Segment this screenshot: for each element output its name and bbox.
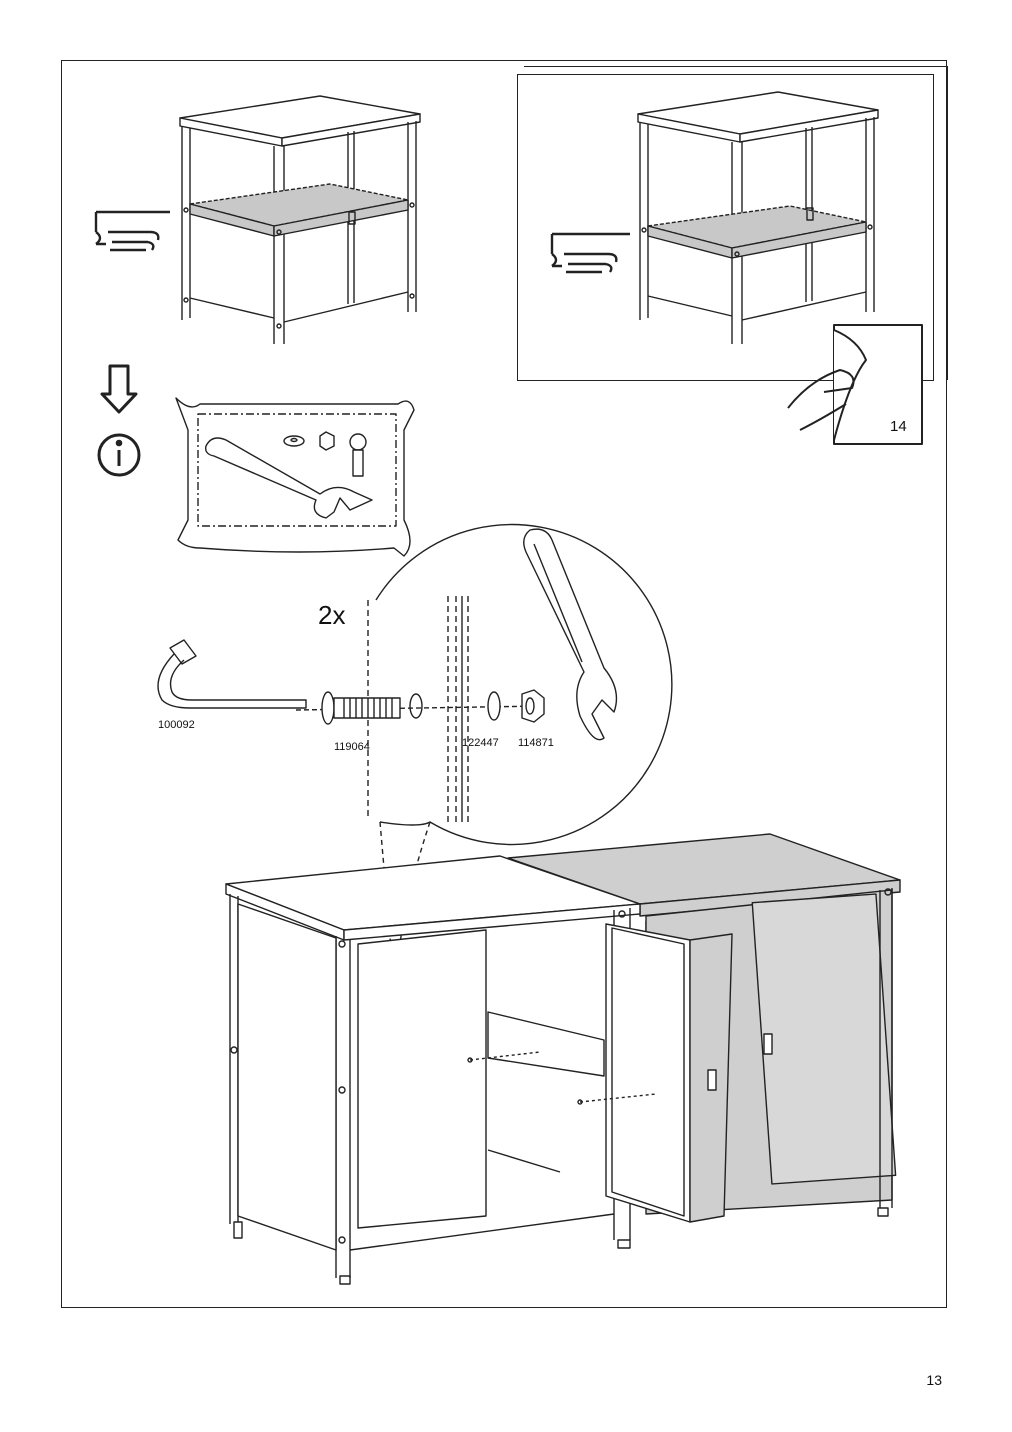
- part-label-bolt: 119064: [334, 741, 370, 753]
- inset-frame-shadow: [524, 66, 948, 380]
- part-label-nut: 114871: [518, 737, 554, 749]
- instruction-frame: [61, 60, 947, 1308]
- part-label-washer: 122447: [462, 737, 499, 749]
- tools-panel: [175, 397, 415, 557]
- pointing-hand-icon: [94, 210, 170, 252]
- info-icon: [97, 433, 141, 477]
- see-page-label: 14: [890, 418, 907, 435]
- part-label-hex-key: 100092: [158, 719, 195, 731]
- page-turn-icon: [787, 324, 923, 445]
- detail-callout: [295, 523, 673, 1031]
- arrow-down-icon: [100, 364, 138, 414]
- cabinet-option-a: [179, 95, 421, 344]
- quantity-label: 2x: [318, 600, 345, 630]
- cabinet-assembly: [225, 833, 901, 1285]
- hex-key: [157, 639, 307, 709]
- pointing-hand-icon: [550, 232, 630, 274]
- page-number: 13: [926, 1372, 942, 1388]
- wrench-tool: [523, 528, 618, 741]
- cabinet-option-b: [637, 91, 879, 344]
